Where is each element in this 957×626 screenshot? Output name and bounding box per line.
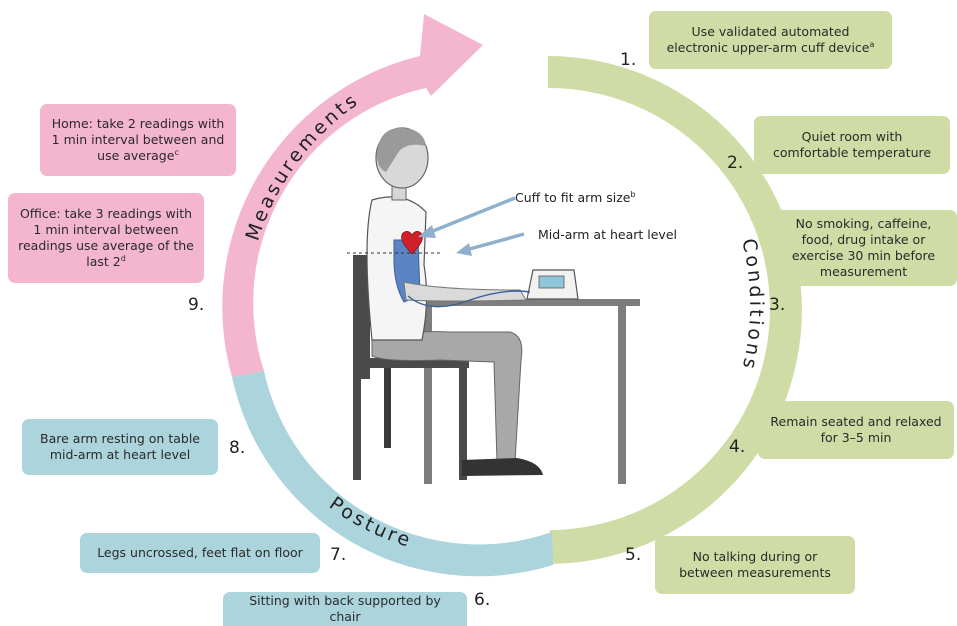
person-illustration: [366, 127, 543, 476]
step-3-box: No smoking, caffeine, food, drug intake …: [770, 210, 957, 286]
step-4-number: 4.: [729, 437, 746, 457]
conditions-category-label: Conditions: [737, 237, 767, 374]
step-8-number: 8.: [229, 438, 246, 458]
chair-illustration: [353, 255, 469, 480]
step-5-number: 5.: [625, 545, 642, 565]
step-6-number: 6.: [474, 590, 491, 610]
step-8-box: Bare arm resting on table mid-arm at hea…: [22, 419, 218, 475]
step-7-box: Legs uncrossed, feet flat on floor: [80, 533, 320, 573]
step-4-box: Remain seated and relaxed for 3–5 min: [758, 401, 954, 459]
step-1-number: 1.: [620, 50, 637, 70]
step-5-box: No talking during or between measurement…: [655, 536, 855, 594]
midarm-pointer-arrow: [456, 232, 525, 256]
posture-arc: [232, 371, 553, 577]
measurements-category-label: Measurements: [242, 88, 364, 243]
step-2-number: 2.: [727, 153, 744, 173]
bp-monitor-icon: [526, 269, 579, 300]
cuff-pointer-arrow: [418, 196, 516, 238]
conditions-arc: [548, 56, 802, 564]
step-9-number: 9.: [188, 295, 205, 315]
midarm-label: Mid-arm at heart level: [538, 227, 677, 242]
measurements-arc: [222, 14, 483, 377]
step-1-box: Use validated automated electronic upper…: [649, 11, 892, 69]
cuff-label: Cuff to fit arm sizeb: [515, 189, 636, 205]
step-6-box: Sitting with back supported by chair: [223, 592, 467, 626]
step-3-number: 3.: [769, 295, 786, 315]
step-7-number: 7.: [330, 545, 347, 565]
home-readings-box: Home: take 2 readings with 1 min interva…: [40, 104, 236, 176]
table-illustration: [398, 299, 640, 484]
office-readings-box: Office: take 3 readings with 1 min inter…: [8, 193, 204, 283]
step-2-box: Quiet room with comfortable temperature: [754, 116, 950, 174]
